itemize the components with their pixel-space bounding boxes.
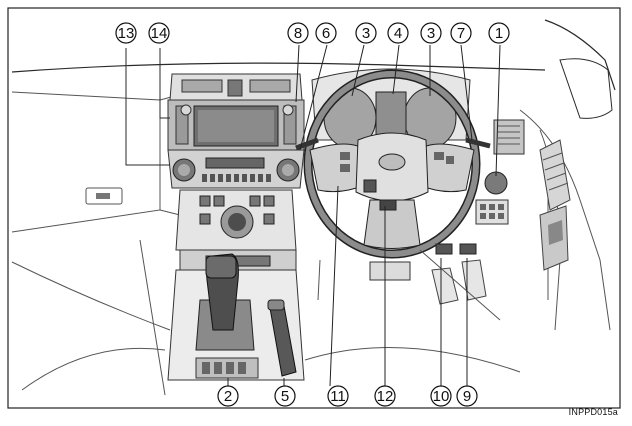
callout-circle [217,385,239,407]
callout-number: 12 [377,388,394,405]
callout-c4: 4 [387,22,409,44]
callout-circle [274,385,296,407]
right-dash-controls [369,119,525,321]
callout-c8: 8 [287,22,309,44]
callout-circle [355,22,377,44]
callout-circle [456,385,478,407]
callout-c14: 14 [148,22,170,44]
callout-circle [488,22,510,44]
hazard-switch [227,79,243,97]
left-vent [175,105,189,145]
callout-c13: 13 [115,22,137,44]
callout-circle [327,385,349,407]
callout-circle [450,22,472,44]
callout-circle [420,22,442,44]
fuel-door-opener [459,243,477,255]
callout-c2: 2 [217,385,239,407]
callout-c5: 5 [274,385,296,407]
leader-lines [227,44,501,387]
center-upper-panel [167,73,305,151]
callout-number: 7 [457,25,465,42]
brand-emblem [378,153,406,171]
callout-c1: 1 [488,22,510,44]
callout-circle [315,22,337,44]
callout-circle [374,385,396,407]
callout-c9: 9 [456,385,478,407]
callout-number: 2 [224,388,232,405]
callout-circle [115,22,137,44]
callout-c12: 12 [374,385,396,407]
dashboard-body [11,19,616,331]
steering-wheel [295,69,491,259]
callout-circle [287,22,309,44]
callout-number: 14 [151,25,168,42]
callout-number: 4 [394,25,402,42]
callout-number: 6 [322,25,330,42]
callout-c3b: 3 [420,22,442,44]
callout-number: 11 [330,388,346,405]
callout-circle [148,22,170,44]
bracket-14 [159,96,170,119]
bracket-13 [125,48,170,166]
callout-number: 10 [433,388,450,405]
callout-number: 3 [362,25,370,42]
callout-number: 13 [118,25,135,42]
callout-number: 9 [463,388,471,405]
glovebox-latch-handle [96,193,110,199]
callout-circle [430,385,452,407]
callout-c3a: 3 [355,22,377,44]
callout-c10: 10 [430,385,452,407]
callout-number: 5 [281,388,289,405]
callout-number: 8 [294,25,302,42]
door-trim [539,139,571,271]
center-console [21,189,521,396]
right-air-vent [493,119,525,155]
callout-number: 1 [495,25,503,42]
tilt-telescopic-lever [379,199,397,211]
callout-circle [387,22,409,44]
callout-number: 3 [427,25,435,42]
glovebox-latch [85,187,123,205]
lower-panel [369,261,411,281]
ignition-switch [363,179,377,193]
callout-c11: 11 [327,385,349,407]
hood-release [435,243,453,255]
climate-audio-panel [167,149,305,189]
image-code: INPPD015a [568,407,618,417]
multi-info-display [375,91,407,141]
callout-c6: 6 [315,22,337,44]
callout-c7: 7 [450,22,472,44]
side-mirror [559,58,613,119]
